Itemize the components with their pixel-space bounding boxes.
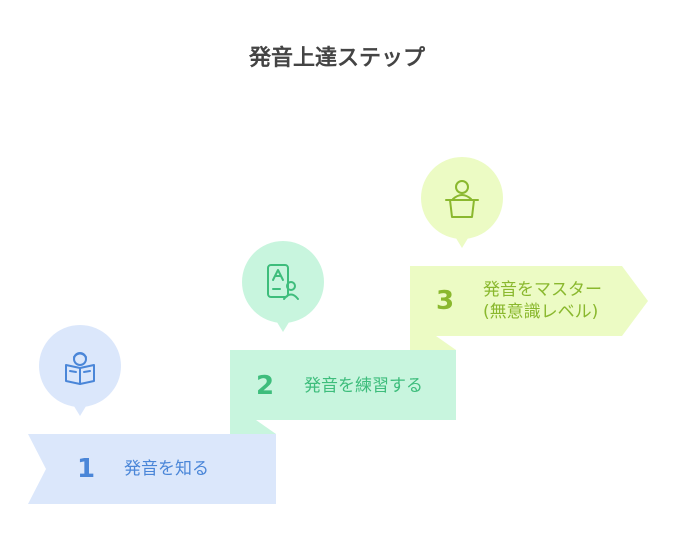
step-2: 2 発音を練習する <box>230 241 456 420</box>
alphabet-card-person-icon <box>267 264 299 300</box>
step-band <box>28 434 276 504</box>
step-connector-2-3 <box>410 336 456 350</box>
step-connector-1-2 <box>230 420 276 434</box>
pin-circle <box>242 241 324 323</box>
step-label: 発音をマスター <box>483 280 602 300</box>
diagram-title: 発音上達ステップ <box>248 46 425 71</box>
step-band <box>230 350 456 420</box>
speaker-podium-icon <box>445 180 479 218</box>
step-number: 1 <box>77 454 95 484</box>
step-number: 3 <box>436 286 454 316</box>
step-3: 3 発音をマスター(無意識レベル) <box>410 157 648 336</box>
step-label: 発音を知る <box>124 459 209 479</box>
step-band <box>410 266 648 336</box>
step-1: 1 発音を知る <box>28 325 276 504</box>
step-label: 発音を練習する <box>304 376 423 396</box>
step-number: 2 <box>256 371 274 401</box>
step-label: (無意識レベル) <box>483 302 598 322</box>
reading-book-icon <box>65 352 95 385</box>
pin-circle <box>421 157 503 239</box>
